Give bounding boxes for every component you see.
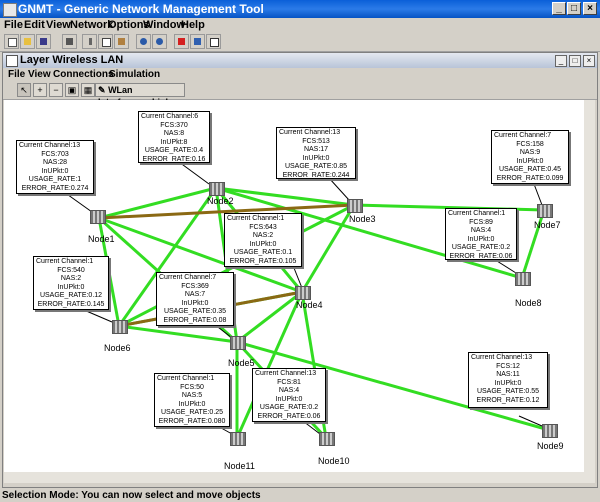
app-icon [3, 3, 17, 17]
menu-network[interactable]: Network [70, 19, 114, 31]
inner-menu-connections[interactable]: Connections [53, 69, 114, 80]
link-node4-node11 [235, 291, 304, 439]
stop-icon[interactable] [174, 34, 189, 49]
info-box-node1: Current Channel:13 FCS:703 NAS:28 InUPkt… [16, 140, 94, 194]
interference-link-node1-node3 [98, 203, 355, 220]
save-icon[interactable] [36, 34, 51, 49]
node-label: Node11 [224, 461, 255, 471]
menu-edit[interactable]: Edit [24, 19, 45, 31]
paste-icon[interactable] [114, 34, 129, 49]
node-label: Node6 [104, 343, 131, 353]
inner-close-button[interactable]: × [583, 55, 595, 67]
select-arrow-icon[interactable]: ↖ [17, 83, 31, 97]
redo-icon[interactable] [152, 34, 167, 49]
node-label: Node3 [349, 214, 376, 224]
info-box-node2: Current Channel:6 FCS:370 NAS:8 InUPkt:8… [138, 111, 210, 163]
node10-access-point-icon[interactable] [319, 432, 335, 446]
link-node3-node4 [300, 204, 356, 293]
zoom-in-icon[interactable]: + [33, 83, 47, 97]
network-canvas[interactable]: Current Channel:6 FCS:370 NAS:8 InUPkt:8… [4, 100, 595, 472]
inner-menu-bar: File View Connections Simulation [3, 68, 597, 81]
info-box-node6: Current Channel:1 FCS:540 NAS:2 InUPkt:0… [33, 256, 109, 310]
node5-access-point-icon[interactable] [230, 336, 246, 350]
menu-file[interactable]: File [4, 19, 23, 31]
link-node1-node6 [97, 217, 121, 327]
maximize-button[interactable]: □ [567, 2, 581, 15]
menu-options[interactable]: Options [108, 19, 150, 31]
menu-view[interactable]: View [46, 19, 71, 31]
title-bar: GNMT - Generic Network Management Tool _… [0, 0, 600, 18]
inner-menu-file[interactable]: File [8, 69, 26, 80]
link-node6-node5 [118, 324, 238, 344]
menu-bar: File Edit View Network Options Window He… [0, 18, 600, 33]
status-text: Selection Mode: You can now select and m… [2, 490, 261, 501]
inner-minimize-button[interactable]: _ [555, 55, 567, 67]
inner-toolbar: ↖ + − ▣ ▦ ✎ WLan Interference Link [3, 82, 597, 107]
info-box-node7: Current Channel:7 FCS:158 NAS:9 InUPkt:0… [491, 130, 569, 184]
node4-access-point-icon[interactable] [295, 286, 311, 300]
info-box-node4: Current Channel:1 FCS:643 NAS:2 InUPkt:0… [224, 213, 302, 267]
node-label: Node1 [88, 234, 115, 244]
open-icon[interactable] [20, 34, 35, 49]
node-label: Node9 [537, 441, 564, 451]
inner-maximize-button[interactable]: □ [569, 55, 581, 67]
node-label: Node4 [296, 300, 323, 310]
info-box-node3: Current Channel:13 FCS:513 NAS:17 InUPkt… [276, 127, 356, 179]
main-toolbar [0, 33, 600, 52]
link-node5-node4 [236, 290, 303, 344]
undo-icon[interactable] [136, 34, 151, 49]
inner-menu-view[interactable]: View [28, 69, 51, 80]
node-label: Node5 [228, 358, 255, 368]
close-button[interactable]: × [583, 2, 597, 15]
link-node2-node3 [215, 186, 355, 207]
node2-access-point-icon[interactable] [209, 182, 225, 196]
fit-view-icon[interactable]: ▣ [65, 83, 79, 97]
node-label: Node10 [318, 456, 350, 466]
vertical-scrollbar[interactable] [584, 100, 595, 472]
export-icon[interactable] [190, 34, 205, 49]
link-node1-node2 [98, 186, 217, 220]
link-node7-node8 [520, 209, 546, 279]
print-icon[interactable] [62, 34, 77, 49]
info-box-node5: Current Channel:7 FCS:369 NAS:7 InUPkt:0… [156, 272, 234, 326]
info-box-node11: Current Channel:1 FCS:50 NAS:5 InUPkt:0 … [154, 373, 230, 427]
node6-access-point-icon[interactable] [112, 320, 128, 334]
link-node1-node4 [98, 216, 303, 294]
info-box-node8: Current Channel:1 FCS:89 NAS:4 InUPkt:0 … [445, 208, 517, 260]
copy-icon[interactable] [98, 34, 113, 49]
grid-icon[interactable]: ▦ [81, 83, 95, 97]
inner-window-title: Layer Wireless LAN [20, 54, 124, 66]
menu-window[interactable]: Window [143, 19, 186, 31]
node-label: Node8 [515, 298, 542, 308]
inner-title-bar: Layer Wireless LAN _ □ × [3, 53, 597, 68]
pencil-icon: ✎ [98, 85, 106, 95]
horizontal-scrollbar[interactable] [4, 472, 595, 483]
menu-help[interactable]: Help [181, 19, 205, 31]
document-icon[interactable] [206, 34, 221, 49]
new-icon[interactable] [4, 34, 19, 49]
inner-window-icon [6, 55, 18, 67]
node-label: Node2 [207, 196, 234, 206]
inner-menu-simulation[interactable]: Simulation [109, 69, 161, 80]
node-label: Node7 [534, 220, 561, 230]
node8-access-point-icon[interactable] [515, 272, 531, 286]
info-box-node10: Current Channel:13 FCS:81 NAS:4 InUPkt:0… [252, 368, 326, 422]
status-bar: Selection Mode: You can now select and m… [0, 490, 600, 502]
minimize-button[interactable]: _ [552, 2, 566, 15]
zoom-out-icon[interactable]: − [49, 83, 63, 97]
cut-icon[interactable] [82, 34, 97, 49]
link-node5-node9 [236, 340, 550, 432]
wlan-interference-link-button[interactable]: ✎ WLan Interference Link [95, 83, 185, 107]
node7-access-point-icon[interactable] [537, 204, 553, 218]
node3-access-point-icon[interactable] [347, 199, 363, 213]
info-box-node9: Current Channel:13 FCS:12 NAS:11 InUPkt:… [468, 352, 548, 408]
link-node2-node8 [215, 186, 523, 280]
node11-access-point-icon[interactable] [230, 432, 246, 446]
node1-access-point-icon[interactable] [90, 210, 106, 224]
node9-access-point-icon[interactable] [542, 424, 558, 438]
window-title: GNMT - Generic Network Management Tool [18, 2, 264, 16]
link-node2-node6 [117, 187, 218, 327]
